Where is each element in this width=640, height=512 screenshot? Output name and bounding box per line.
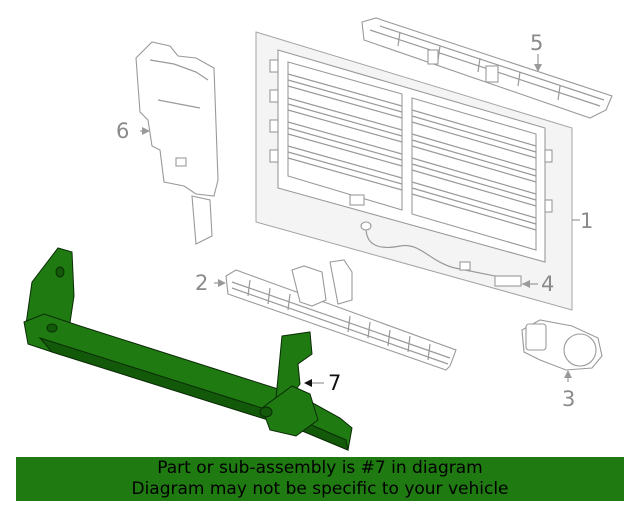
part-4-wiring-harness <box>360 221 538 288</box>
callout-3: 3 <box>562 387 575 411</box>
info-banner: Part or sub-assembly is #7 in diagram Di… <box>16 457 624 501</box>
banner-line-1: Part or sub-assembly is #7 in diagram <box>157 458 483 478</box>
callout-4: 4 <box>541 272 554 296</box>
part-6-side-baffle <box>135 41 219 245</box>
banner-line-2: Diagram may not be specific to your vehi… <box>131 479 509 499</box>
part-1-shutter-assembly <box>255 31 580 311</box>
callout-1: 1 <box>580 209 593 233</box>
callout-5: 5 <box>530 31 543 55</box>
part-2-lower-deflector <box>214 259 457 371</box>
callout-7: 7 <box>328 371 341 395</box>
callout-6: 6 <box>116 119 129 143</box>
part-3-actuator <box>521 319 603 382</box>
part-5-upper-deflector <box>361 17 613 119</box>
part-7-lower-tie-bar <box>23 247 353 451</box>
callout-2: 2 <box>195 271 208 295</box>
